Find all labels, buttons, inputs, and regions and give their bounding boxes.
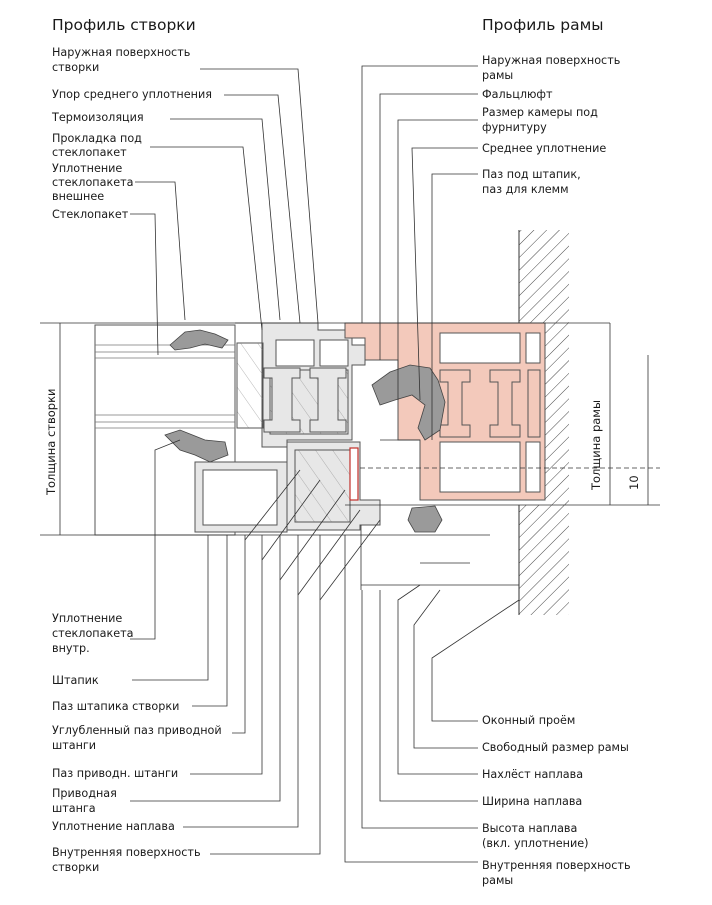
left-label-0-line-1: створки	[52, 61, 99, 74]
right-label-4-line-0: Паз под штапик,	[482, 168, 581, 181]
left-label-6-line-0: Уплотнение	[52, 612, 122, 625]
left-label-5: Стеклопакет	[52, 208, 129, 221]
right-label-2-line-0: Размер камеры под	[482, 106, 598, 119]
right-label-5: Оконный проём	[482, 714, 575, 727]
sash-profile-heading: Профиль створки	[52, 16, 196, 34]
left-label-0-line-0: Наружная поверхность	[52, 46, 190, 59]
left-label-10: Паз приводн. штанги	[52, 767, 178, 780]
right-label-8: Ширина наплава	[482, 795, 582, 808]
left-leader-lines	[130, 68, 321, 855]
left-label-12: Уплотнение наплава	[52, 820, 175, 833]
right-label-10-line-0: Внутренняя поверхность	[482, 859, 631, 872]
left-label-3-line-1: стеклопакет	[52, 146, 127, 159]
left-label-13-line-1: створки	[52, 861, 99, 874]
left-label-4-line-0: Уплотнение	[52, 162, 122, 175]
left-label-9-line-0: Углубленный паз приводной	[52, 724, 222, 737]
right-label-0-line-0: Наружная поверхность	[482, 54, 620, 67]
right-leader-lines	[344, 65, 520, 863]
left-label-3-line-0: Прокладка под	[52, 132, 142, 145]
right-label-6: Свободный размер рамы	[482, 741, 629, 754]
right-label-2-line-1: фурнитуру	[482, 121, 547, 134]
left-label-4-line-1: стеклопакета	[52, 176, 134, 189]
sash-profile	[194, 322, 381, 533]
offset-dimension-label: 10	[627, 475, 641, 490]
reference-lines	[40, 322, 660, 615]
right-label-3: Среднее уплотнение	[482, 142, 606, 155]
sash-thickness-label: Толщина створки	[44, 389, 58, 497]
right-label-9-line-1: (вкл. уплотнение)	[482, 837, 588, 850]
right-labels: Наружная поверхность рамы Фальцлюфт Разме…	[482, 54, 631, 887]
left-label-13-line-0: Внутренняя поверхность	[52, 846, 201, 859]
right-label-10-line-1: рамы	[482, 874, 513, 887]
right-label-1: Фальцлюфт	[482, 88, 553, 101]
left-labels: Наружная поверхность створки Упор среднег…	[51, 46, 222, 874]
left-label-11-line-0: Приводная	[52, 787, 117, 800]
frame-profile-heading: Профиль рамы	[482, 16, 604, 34]
left-label-6-line-2: внутр.	[52, 642, 90, 655]
left-label-9-line-1: штанги	[52, 739, 96, 752]
left-label-2: Термоизоляция	[51, 111, 144, 124]
left-label-11-line-1: штанга	[52, 802, 96, 815]
interior-leader-ticks	[244, 469, 381, 601]
svg-text:Паз под штапик,паз для клемм: Паз под штапик, паз для клемм	[482, 168, 581, 196]
svg-text:Высота наплава(вкл. уплотнение: Высота наплава (вкл. уплотнение)	[482, 822, 588, 850]
hardware-chamber-highlight	[349, 447, 359, 501]
left-label-8: Паз штапика створки	[52, 700, 179, 713]
right-label-7: Нахлёст наплава	[482, 768, 583, 781]
wall-section	[518, 230, 569, 615]
right-label-4-line-1: паз для клемм	[482, 183, 569, 196]
right-label-9-line-0: Высота наплава	[482, 822, 577, 835]
left-label-1: Упор среднего уплотнения	[52, 88, 212, 101]
left-label-4-line-2: внешнее	[52, 190, 104, 203]
left-label-6-line-1: стеклопакета	[52, 627, 134, 640]
frame-thickness-label: Толщина рамы	[589, 400, 603, 491]
left-label-7: Штапик	[52, 674, 99, 687]
frame-profile	[344, 322, 546, 501]
gaskets	[164, 329, 446, 533]
right-label-0-line-1: рамы	[482, 69, 513, 82]
